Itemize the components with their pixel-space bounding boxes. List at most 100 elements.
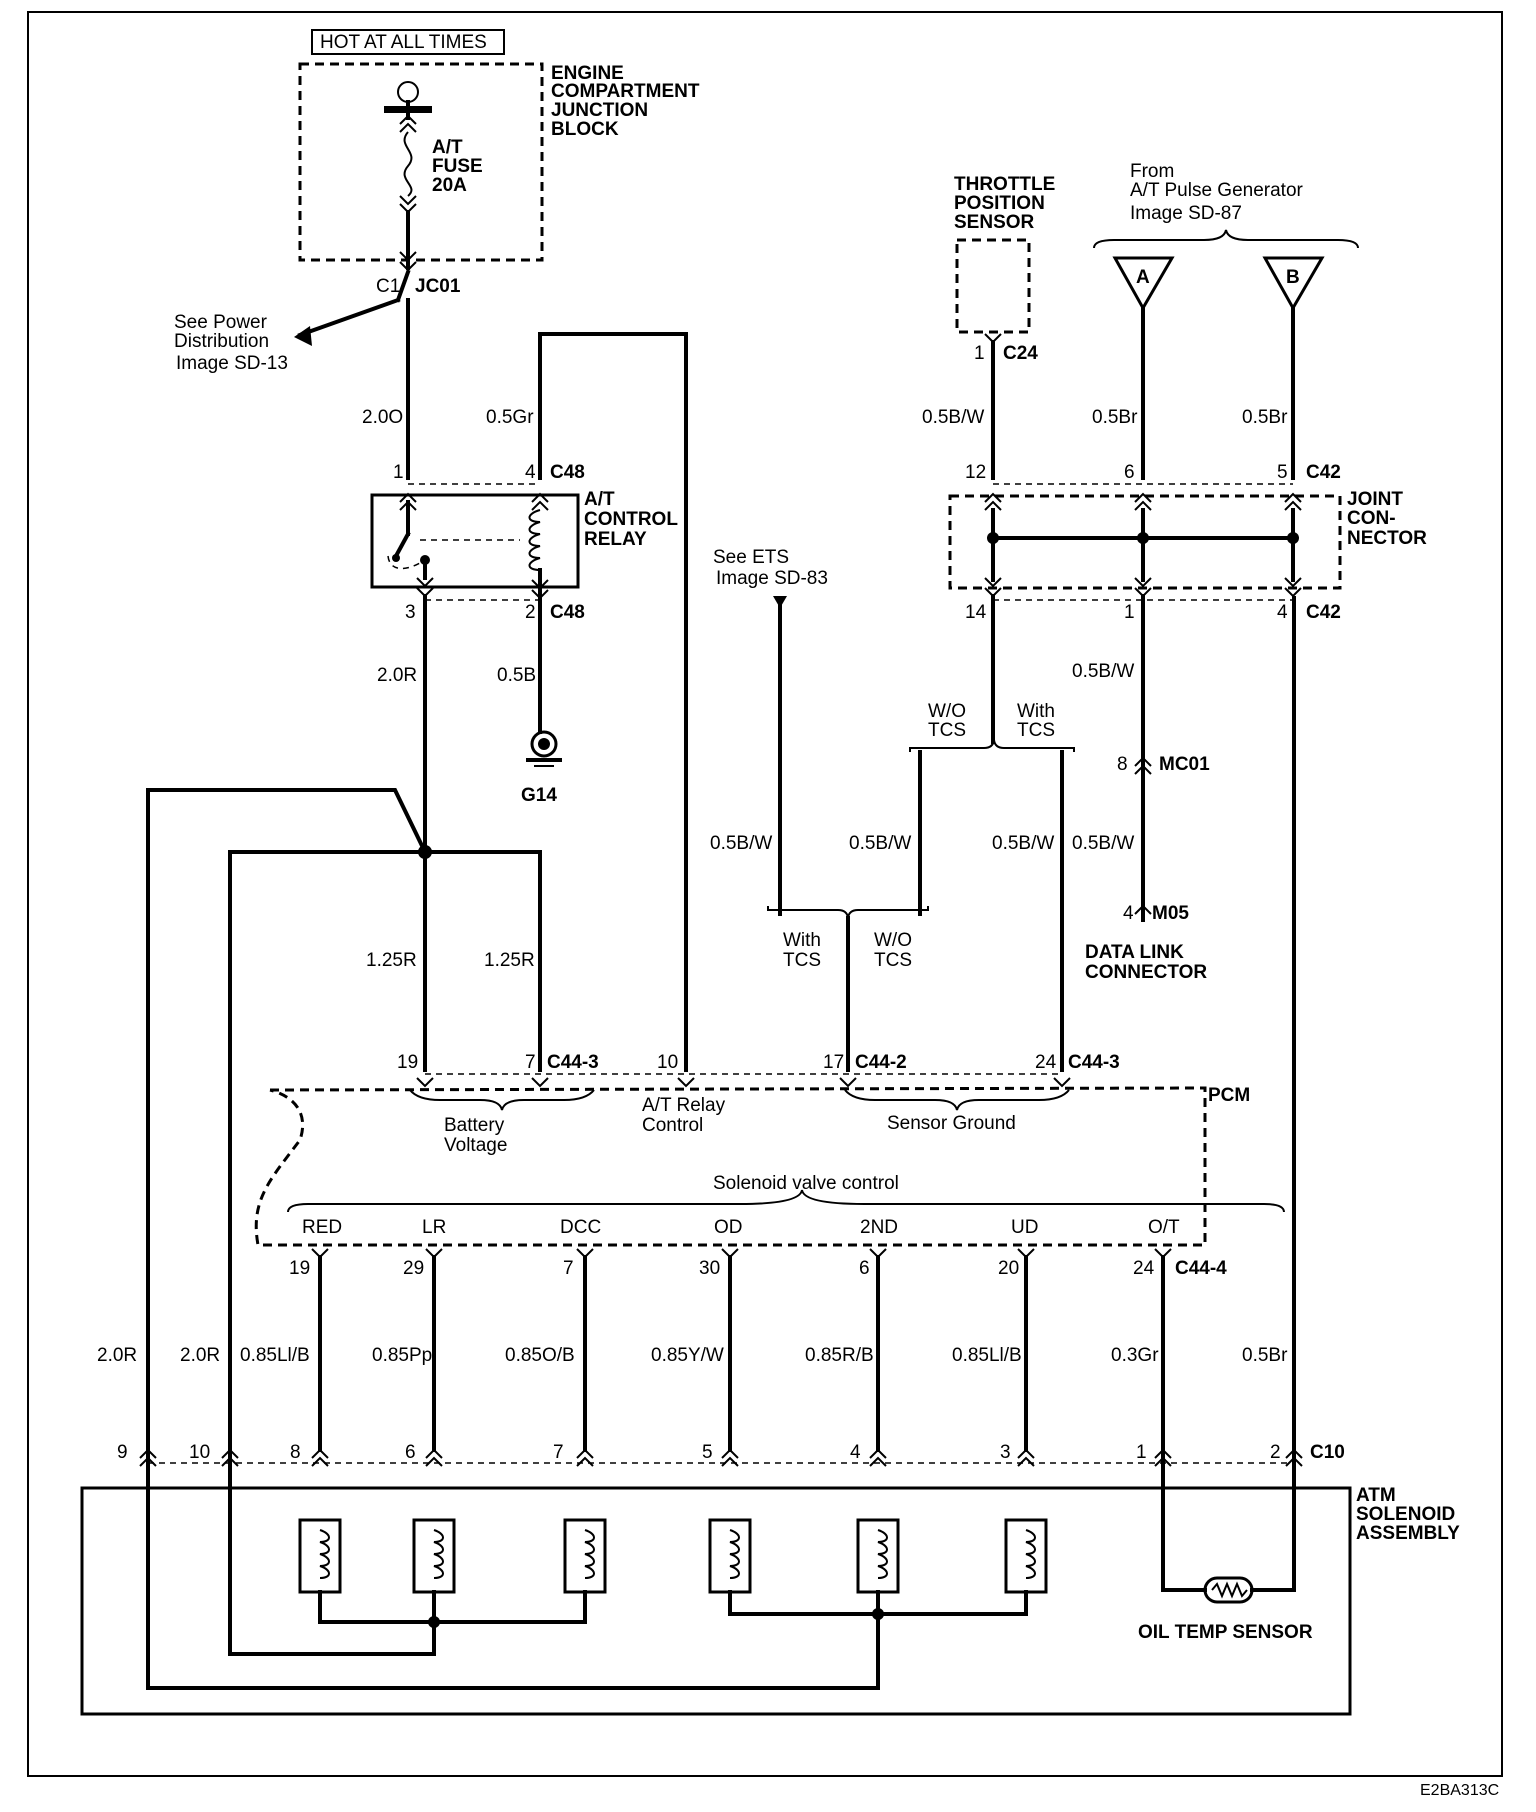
- at-relay-control-label: A/T Relay Control: [642, 1095, 726, 1136]
- solenoid-lr-icon: [412, 1518, 456, 1594]
- svg-text:NECTOR: NECTOR: [1347, 528, 1427, 549]
- svg-text:O/T: O/T: [1148, 1217, 1180, 1238]
- svg-text:24: 24: [1133, 1258, 1155, 1279]
- svg-text:THROTTLE: THROTTLE: [954, 174, 1055, 195]
- power-terminal-icon: [397, 81, 419, 103]
- svg-text:Control: Control: [642, 1115, 703, 1136]
- svg-text:0.85Ll/B: 0.85Ll/B: [240, 1345, 310, 1366]
- svg-text:0.3Gr: 0.3Gr: [1111, 1345, 1159, 1366]
- wire-2.0r-to-c10-10: [228, 850, 542, 1452]
- svg-text:0.85Ll/B: 0.85Ll/B: [952, 1345, 1022, 1366]
- svg-text:With: With: [1017, 701, 1055, 722]
- svg-text:ATM: ATM: [1356, 1485, 1396, 1506]
- splice-point: [418, 845, 432, 859]
- solenoid-valve-control-label: Solenoid valve control: [713, 1173, 899, 1194]
- svg-text:2: 2: [1270, 1442, 1281, 1463]
- c42-bottom-label: C42: [1306, 602, 1341, 623]
- svg-text:TCS: TCS: [874, 950, 912, 971]
- oil-temp-sensor-label: OIL TEMP SENSOR: [1138, 1622, 1313, 1643]
- fuse-label: A/T FUSE 20A: [432, 137, 483, 196]
- jc01-pin: C1: [376, 276, 400, 297]
- svg-text:7: 7: [553, 1442, 564, 1463]
- svg-text:30: 30: [699, 1258, 720, 1279]
- fuse-icon: [399, 114, 417, 214]
- pcm-outline: [254, 1086, 1207, 1247]
- jc01-connector: JC01: [415, 276, 461, 297]
- wire-label-0.5gr: 0.5Gr: [486, 407, 534, 428]
- svg-text:TCS: TCS: [783, 950, 821, 971]
- svg-text:TCS: TCS: [1017, 720, 1055, 741]
- svg-text:19: 19: [397, 1052, 418, 1073]
- svg-text:0.85Pp: 0.85Pp: [372, 1345, 432, 1366]
- pcm-label: PCM: [1208, 1085, 1250, 1106]
- svg-text:1: 1: [974, 343, 985, 364]
- svg-text:UD: UD: [1011, 1217, 1038, 1238]
- svg-text:With: With: [783, 930, 821, 951]
- svg-text:DCC: DCC: [560, 1217, 601, 1238]
- svg-text:From: From: [1130, 161, 1174, 182]
- svg-text:0.85O/B: 0.85O/B: [505, 1345, 575, 1366]
- svg-text:20A: 20A: [432, 175, 467, 196]
- c44-2-label: C44-2: [855, 1052, 907, 1073]
- svg-text:4: 4: [1277, 602, 1288, 623]
- svg-text:JUNCTION: JUNCTION: [551, 100, 648, 121]
- pulse-generator-a-icon: [1112, 256, 1175, 312]
- junction-block-outline: [298, 62, 544, 262]
- power-distribution-arrow-icon: [294, 326, 312, 346]
- svg-text:SOLENOID: SOLENOID: [1356, 1504, 1455, 1525]
- svg-text:W/O: W/O: [874, 930, 912, 951]
- svg-text:TCS: TCS: [928, 720, 966, 741]
- c44-4-label: C44-4: [1175, 1258, 1227, 1279]
- svg-text:9: 9: [117, 1442, 128, 1463]
- svg-text:Image SD-83: Image SD-83: [716, 568, 828, 589]
- svg-text:0.85Y/W: 0.85Y/W: [651, 1345, 724, 1366]
- ets-reference: See ETS Image SD-83: [713, 547, 828, 589]
- joint-connector-label: JOINT CON- NECTOR: [1347, 489, 1427, 549]
- solenoid-dcc-icon: [563, 1518, 607, 1594]
- solenoid-red-icon: [298, 1518, 342, 1594]
- svg-text:8: 8: [1117, 754, 1128, 775]
- svg-text:Image SD-13: Image SD-13: [176, 353, 288, 374]
- svg-text:2ND: 2ND: [860, 1217, 898, 1238]
- svg-text:JOINT: JOINT: [1347, 489, 1403, 510]
- svg-text:Battery: Battery: [444, 1115, 505, 1136]
- svg-text:0.5B/W: 0.5B/W: [992, 833, 1054, 854]
- svg-text:2: 2: [525, 602, 536, 623]
- with-tcs-top-label: With TCS: [1017, 701, 1055, 741]
- svg-text:17: 17: [823, 1052, 844, 1073]
- svg-text:B: B: [1286, 267, 1300, 288]
- svg-text:OD: OD: [714, 1217, 743, 1238]
- c10-label: C10: [1310, 1442, 1345, 1463]
- c48-top-label: C48: [550, 462, 585, 483]
- figure-id: E2BA313C: [1420, 1782, 1499, 1799]
- svg-text:BLOCK: BLOCK: [551, 119, 619, 140]
- wire-label-0.5b: 0.5B: [497, 665, 536, 686]
- svg-text:0.5Br: 0.5Br: [1092, 407, 1138, 428]
- m05-label: M05: [1152, 903, 1189, 924]
- svg-text:8: 8: [290, 1442, 301, 1463]
- svg-text:A/T: A/T: [432, 137, 463, 158]
- relay-coil-icon: [528, 509, 541, 571]
- solenoid-2nd-icon: [856, 1518, 900, 1594]
- at-control-relay-box: [370, 493, 580, 589]
- svg-text:10: 10: [657, 1052, 678, 1073]
- svg-text:19: 19: [289, 1258, 310, 1279]
- sensor-ground-label: Sensor Ground: [887, 1113, 1016, 1134]
- svg-text:4: 4: [1123, 903, 1134, 924]
- c24-label: C24: [1003, 343, 1038, 364]
- svg-text:CONTROL: CONTROL: [584, 509, 678, 530]
- svg-text:0.5Br: 0.5Br: [1242, 1345, 1288, 1366]
- svg-text:7: 7: [525, 1052, 536, 1073]
- svg-text:1: 1: [1136, 1442, 1147, 1463]
- data-link-connector-label: DATA LINK CONNECTOR: [1085, 942, 1207, 983]
- svg-text:29: 29: [403, 1258, 424, 1279]
- svg-text:ASSEMBLY: ASSEMBLY: [1356, 1523, 1460, 1544]
- ground-g14-label: G14: [521, 785, 557, 806]
- svg-text:1.25R: 1.25R: [484, 950, 535, 971]
- hot-at-all-times-label: HOT AT ALL TIMES: [320, 32, 487, 53]
- svg-text:DATA LINK: DATA LINK: [1085, 942, 1184, 963]
- svg-text:A: A: [1136, 267, 1150, 288]
- svg-text:5: 5: [1277, 462, 1288, 483]
- svg-text:CONNECTOR: CONNECTOR: [1085, 962, 1207, 983]
